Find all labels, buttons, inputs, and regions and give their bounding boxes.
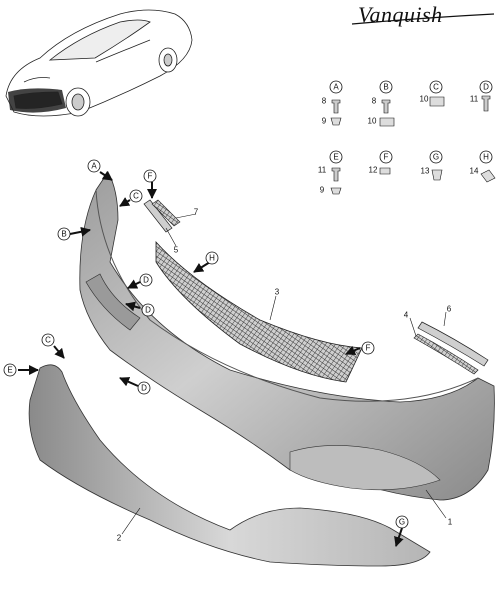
key-part-number: 11 bbox=[318, 166, 327, 175]
callout-letter: E bbox=[7, 366, 12, 375]
callout-A: A bbox=[87, 159, 101, 173]
callout-letter: F bbox=[148, 172, 153, 181]
push-clip-icon bbox=[379, 167, 391, 175]
key-letter: D bbox=[483, 83, 489, 92]
part-number-3: 3 bbox=[275, 288, 280, 297]
callout-B: B bbox=[57, 227, 71, 241]
key-letter: A bbox=[333, 83, 339, 92]
nut-icon bbox=[330, 187, 342, 195]
screw-icon bbox=[331, 99, 341, 114]
car-front-bumper-highlight bbox=[8, 88, 66, 113]
callout-D: D bbox=[141, 303, 155, 317]
key-part-number: 10 bbox=[368, 117, 377, 126]
key-item-D: D 11 bbox=[470, 80, 493, 112]
callout-C: C bbox=[129, 189, 143, 203]
callout-labels: A B C D D D E C F F H G bbox=[3, 159, 409, 529]
key-letter: B bbox=[383, 83, 388, 92]
key-part-number: 8 bbox=[372, 97, 377, 106]
fastener-key: A 8 9 B 8 10 C 10 D 11 bbox=[318, 80, 496, 195]
callout-D: D bbox=[137, 381, 151, 395]
logo-underline-swash bbox=[351, 13, 495, 25]
callout-letter: D bbox=[145, 306, 151, 315]
part-leader-lines bbox=[121, 213, 447, 535]
clip-nut-icon bbox=[429, 96, 445, 107]
key-item-G: G 13 bbox=[421, 150, 443, 181]
screw-icon bbox=[331, 167, 341, 182]
screw-icon bbox=[381, 99, 391, 114]
clip-icon bbox=[431, 169, 443, 181]
key-item-A: A 8 9 bbox=[322, 80, 343, 126]
key-letter: C bbox=[433, 83, 439, 92]
clip-nut-icon bbox=[379, 117, 395, 127]
left-bumper-bracket bbox=[85, 273, 141, 331]
callout-arrows bbox=[18, 170, 404, 547]
bumper-upper-edge bbox=[95, 189, 479, 402]
key-letter: G bbox=[433, 153, 439, 162]
grille-clip-icon bbox=[480, 169, 496, 183]
key-letter: E bbox=[333, 153, 338, 162]
callout-E: E bbox=[3, 363, 17, 377]
callout-letter: C bbox=[133, 192, 139, 201]
key-item-F: F 12 bbox=[369, 150, 393, 175]
nut-icon bbox=[330, 117, 342, 126]
grille-bracket-5 bbox=[143, 199, 173, 233]
key-item-E: E 11 9 bbox=[318, 150, 343, 195]
brand-logo: Vanquish bbox=[358, 2, 443, 27]
grille-bracket-7 bbox=[151, 199, 181, 227]
side-trim-strip-6 bbox=[417, 321, 489, 367]
key-part-number: 12 bbox=[369, 166, 378, 175]
screw-icon bbox=[481, 95, 491, 112]
callout-C: C bbox=[41, 333, 55, 347]
key-part-number: 13 bbox=[421, 167, 430, 176]
callout-D: D bbox=[139, 273, 153, 287]
key-letter: H bbox=[483, 153, 489, 162]
part-number-4: 4 bbox=[404, 311, 409, 320]
callout-G: G bbox=[395, 515, 409, 529]
part-number-5: 5 bbox=[174, 246, 179, 255]
callout-letter: C bbox=[45, 336, 51, 345]
part-number-7: 7 bbox=[194, 208, 199, 217]
key-item-B: B 8 10 bbox=[368, 80, 395, 127]
callout-H: H bbox=[205, 251, 219, 265]
bumper-lower-intake bbox=[289, 445, 441, 491]
key-part-number: 8 bbox=[322, 97, 327, 106]
key-part-number: 10 bbox=[420, 95, 429, 104]
key-item-C: C 10 bbox=[420, 80, 445, 107]
callout-F: F bbox=[361, 341, 375, 355]
part-number-6: 6 bbox=[447, 305, 452, 314]
key-part-number: 9 bbox=[322, 117, 327, 126]
callout-letter: G bbox=[399, 518, 405, 527]
key-part-number: 11 bbox=[470, 95, 479, 104]
part-number-2: 2 bbox=[117, 534, 122, 543]
side-trim-strip-4 bbox=[413, 333, 479, 375]
callout-letter: D bbox=[141, 384, 147, 393]
key-item-H: H 14 bbox=[470, 150, 496, 183]
callout-letter: H bbox=[209, 254, 215, 263]
callout-letter: B bbox=[61, 230, 66, 239]
key-part-number: 9 bbox=[320, 186, 325, 195]
radiator-grille-mesh bbox=[155, 240, 363, 383]
part-number-1: 1 bbox=[448, 518, 453, 527]
callout-letter: F bbox=[366, 344, 371, 353]
callout-letter: D bbox=[143, 276, 149, 285]
key-part-number: 14 bbox=[470, 167, 479, 176]
key-letter: F bbox=[384, 153, 389, 162]
front-bumper-cover bbox=[79, 171, 495, 501]
front-lip-spoiler bbox=[28, 364, 431, 567]
callout-letter: A bbox=[91, 162, 97, 171]
callout-F: F bbox=[143, 169, 157, 183]
